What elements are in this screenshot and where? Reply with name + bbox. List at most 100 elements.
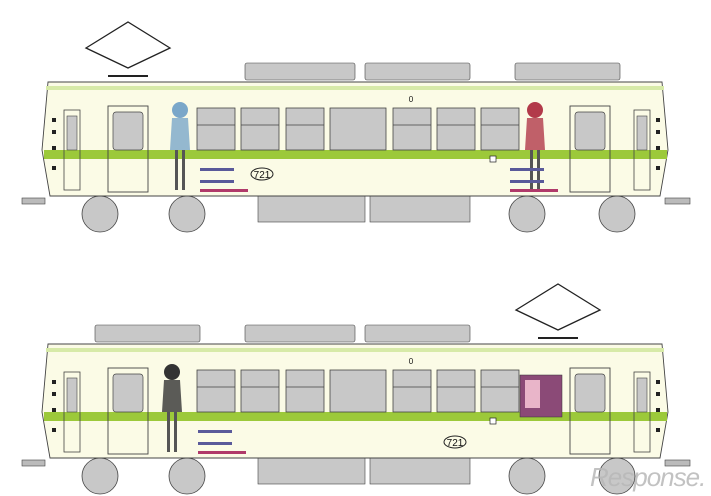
passenger-window bbox=[480, 369, 520, 413]
livery-logo bbox=[200, 189, 248, 192]
wheel bbox=[168, 457, 206, 495]
door-window bbox=[112, 373, 144, 413]
end-window bbox=[66, 115, 78, 151]
door-window bbox=[112, 111, 144, 151]
underfloor-equipment bbox=[257, 457, 366, 485]
passenger-window bbox=[196, 107, 236, 151]
coupler bbox=[664, 197, 691, 205]
character-figure bbox=[182, 150, 185, 190]
end-window bbox=[636, 115, 648, 151]
roof-equipment bbox=[94, 324, 201, 343]
end-door bbox=[633, 371, 651, 453]
marker-light bbox=[656, 428, 660, 432]
green-stripe bbox=[44, 412, 667, 421]
roof-equipment bbox=[364, 324, 471, 343]
poster-artwork bbox=[525, 380, 540, 408]
livery-logo bbox=[510, 180, 544, 183]
livery-logo bbox=[200, 168, 234, 171]
livery-logo bbox=[198, 430, 232, 433]
door bbox=[569, 367, 611, 455]
coupler bbox=[664, 459, 691, 467]
roof-mark: 0 bbox=[409, 95, 414, 104]
passenger-window bbox=[392, 369, 432, 413]
marker-light bbox=[52, 380, 56, 384]
marker-light bbox=[656, 166, 660, 170]
green-stripe bbox=[44, 150, 667, 159]
passenger-window bbox=[196, 369, 236, 413]
door-window bbox=[574, 373, 606, 413]
character-figure bbox=[167, 412, 170, 452]
pantograph bbox=[84, 21, 172, 69]
marker-light bbox=[52, 166, 56, 170]
door-window bbox=[574, 111, 606, 151]
roof-equipment bbox=[244, 324, 356, 343]
character-figure bbox=[175, 150, 178, 190]
small-sign bbox=[489, 417, 497, 425]
character-figure bbox=[172, 102, 188, 118]
roof-equipment bbox=[244, 62, 356, 81]
roof-equipment bbox=[514, 62, 621, 81]
marker-light bbox=[656, 118, 660, 122]
marker-light bbox=[656, 146, 660, 150]
livery-logo bbox=[510, 189, 558, 192]
car-number: 721 bbox=[447, 438, 464, 449]
livery-logo bbox=[198, 451, 246, 454]
end-door bbox=[63, 371, 81, 453]
marker-light bbox=[656, 408, 660, 412]
roof-equipment bbox=[364, 62, 471, 81]
passenger-window bbox=[240, 107, 280, 151]
marker-light bbox=[656, 392, 660, 396]
passenger-window bbox=[285, 107, 325, 151]
wheel bbox=[168, 195, 206, 233]
underfloor-equipment bbox=[369, 195, 471, 223]
end-door bbox=[633, 109, 651, 191]
pantograph bbox=[514, 283, 602, 331]
watermark: Response. bbox=[590, 462, 706, 492]
coupler bbox=[21, 197, 46, 205]
passenger-window bbox=[480, 107, 520, 151]
character-figure bbox=[170, 118, 190, 150]
large-window bbox=[329, 369, 387, 413]
large-window bbox=[329, 107, 387, 151]
marker-light bbox=[52, 428, 56, 432]
door bbox=[569, 105, 611, 193]
character-figure bbox=[527, 102, 543, 118]
wheel bbox=[81, 457, 119, 495]
marker-light bbox=[656, 130, 660, 134]
end-door bbox=[63, 109, 81, 191]
wheel bbox=[508, 457, 546, 495]
end-window bbox=[66, 377, 78, 413]
character-figure bbox=[525, 118, 545, 150]
passenger-window bbox=[436, 107, 476, 151]
door bbox=[107, 105, 149, 193]
wheel bbox=[81, 195, 119, 233]
upper-car: 721 0 bbox=[21, 21, 691, 233]
roof-mark: 0 bbox=[409, 357, 414, 366]
end-window bbox=[636, 377, 648, 413]
roof-line bbox=[46, 348, 664, 352]
livery-logo bbox=[198, 442, 232, 445]
wheel bbox=[508, 195, 546, 233]
door bbox=[107, 367, 149, 455]
car-number-oval bbox=[443, 435, 467, 449]
livery-logo bbox=[510, 168, 544, 171]
passenger-window bbox=[285, 369, 325, 413]
small-sign bbox=[489, 155, 497, 163]
car-number-oval bbox=[250, 167, 274, 181]
livery-logo bbox=[200, 180, 234, 183]
coupler bbox=[21, 459, 46, 467]
passenger-window bbox=[240, 369, 280, 413]
marker-light bbox=[52, 392, 56, 396]
wheel bbox=[598, 195, 636, 233]
lower-car: 721 0 bbox=[21, 283, 691, 495]
car-number: 721 bbox=[254, 170, 271, 181]
character-figure bbox=[164, 364, 180, 380]
passenger-window bbox=[392, 107, 432, 151]
marker-light bbox=[52, 130, 56, 134]
underfloor-equipment bbox=[257, 195, 366, 223]
passenger-window bbox=[436, 369, 476, 413]
character-figure bbox=[174, 412, 177, 452]
character-figure bbox=[162, 380, 182, 412]
